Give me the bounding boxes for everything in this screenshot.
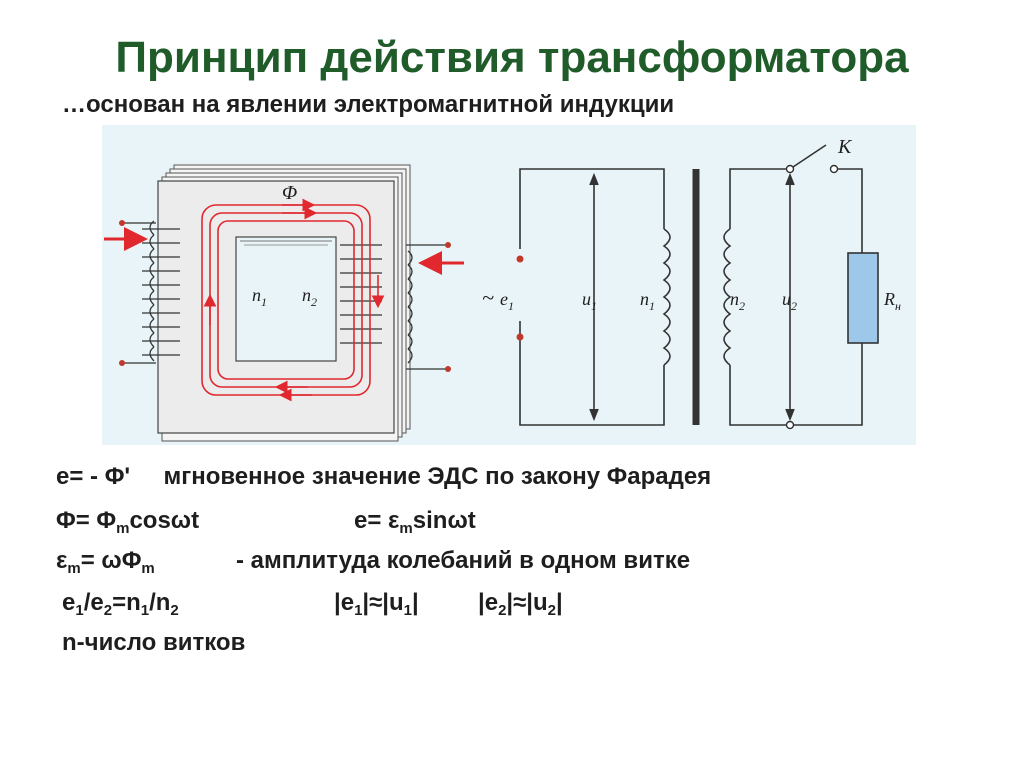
faraday-description: мгновенное значение ЭДС по закону Фараде… bbox=[163, 463, 712, 490]
load-label: Rн bbox=[883, 289, 901, 313]
core-n2-label: n2 bbox=[302, 285, 317, 309]
circuit-schematic bbox=[519, 144, 863, 426]
core-n1-label: n1 bbox=[252, 285, 267, 309]
equation-ratio: e1/e2=n1/n2 bbox=[62, 589, 179, 619]
switch-label: K bbox=[837, 136, 853, 158]
equation-emf: e= εmsinωt bbox=[354, 506, 476, 536]
e1-label: e1 bbox=[500, 289, 514, 313]
flux-label: Φ bbox=[282, 182, 297, 204]
page-title: Принцип действия трансформатора bbox=[115, 33, 909, 82]
u1-label: u1 bbox=[582, 289, 597, 313]
n2-label: n2 bbox=[730, 289, 745, 313]
amp-eps: ε bbox=[56, 547, 68, 574]
emf-sub: m bbox=[399, 520, 413, 537]
emf-formula-a: e= ε bbox=[354, 507, 400, 534]
equation-flux: Φ= Φmcosωt bbox=[56, 506, 199, 536]
amp-eps-sub: m bbox=[67, 560, 81, 577]
equation-amplitude: εm= ωΦm bbox=[56, 546, 155, 576]
source-symbol: ~ bbox=[482, 285, 494, 310]
magnetic-flux-lines bbox=[201, 198, 385, 402]
page-subtitle: …основан на явлении электромагнитной инд… bbox=[62, 91, 675, 118]
u2-label: u2 bbox=[782, 289, 797, 313]
flux-formula-b: cosωt bbox=[129, 507, 200, 534]
current-arrows bbox=[104, 227, 464, 275]
flux-formula-a: Φ= Φ bbox=[56, 507, 117, 534]
secondary-coil bbox=[340, 242, 451, 372]
transformer-diagram: Φ n1 n2 bbox=[104, 136, 901, 442]
amp-phi-sub: m bbox=[141, 560, 155, 577]
amp-eq: = ωΦ bbox=[80, 547, 142, 574]
equation-secondary-approx: |e2|≈|u2| bbox=[478, 589, 563, 619]
amplitude-description: - амплитуда колебаний в одном витке bbox=[236, 547, 691, 574]
emf-formula-b: sinωt bbox=[412, 507, 476, 534]
turns-note: n-число витков bbox=[62, 629, 246, 656]
transformer-core bbox=[157, 164, 411, 442]
n1-label: n1 bbox=[640, 289, 655, 313]
transformer-figure: Φ n1 n2 bbox=[102, 125, 916, 445]
equation-primary-approx: |e1|≈|u1| bbox=[334, 589, 419, 619]
primary-coil bbox=[119, 220, 180, 366]
equation-faraday: e= - Φ' мгновенное значение ЭДС по закон… bbox=[56, 462, 711, 492]
flux-sub: m bbox=[116, 520, 130, 537]
load-resistor bbox=[847, 252, 879, 344]
faraday-formula: e= - Φ' bbox=[56, 463, 131, 490]
